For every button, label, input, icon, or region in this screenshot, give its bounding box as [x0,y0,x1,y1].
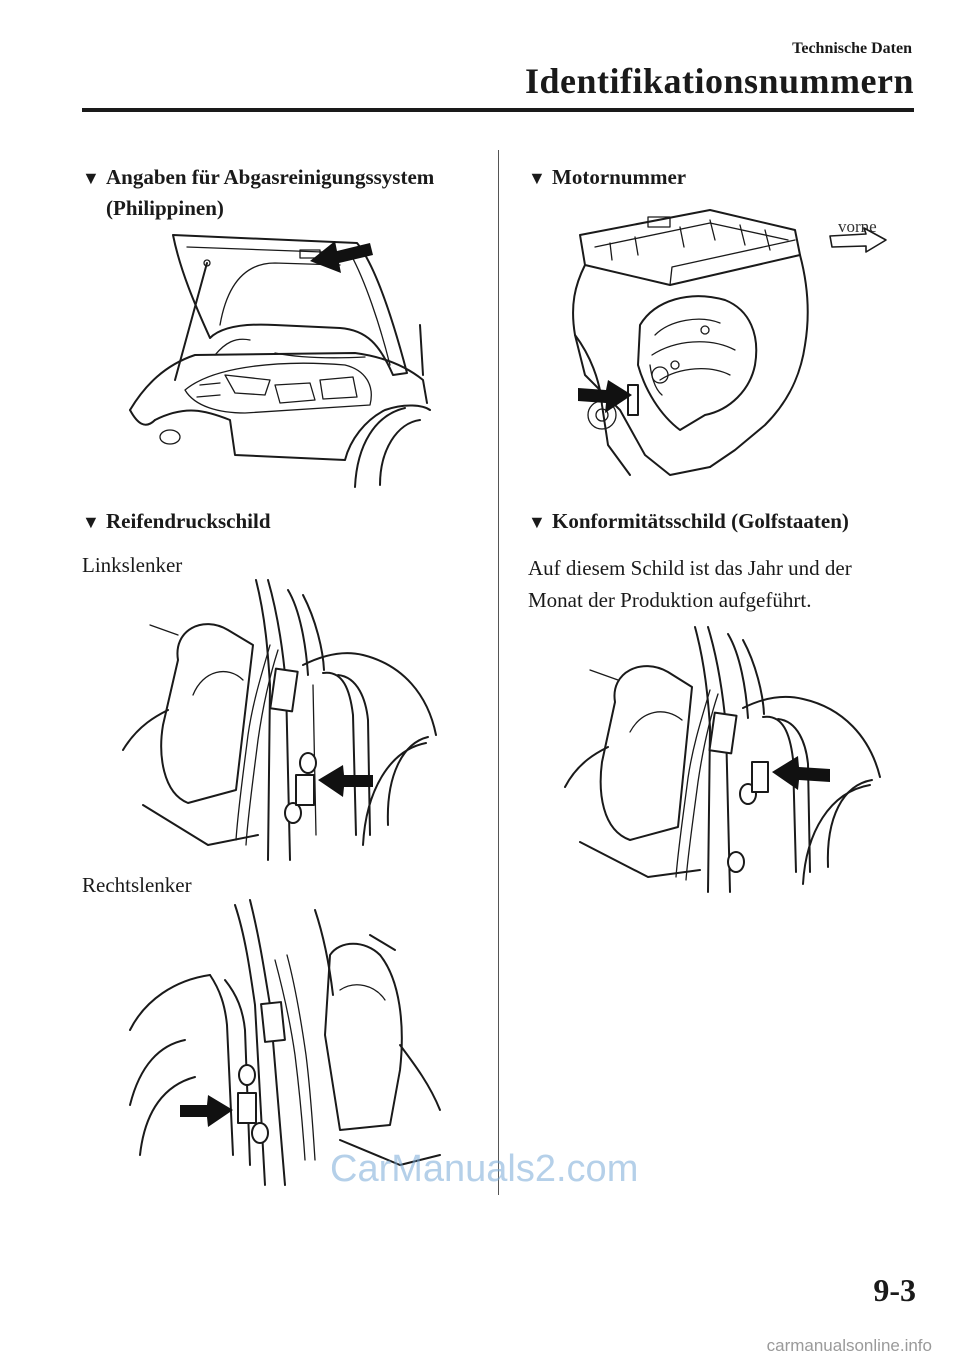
watermark: CarManuals2.com [330,1148,639,1190]
rhd-door-pillar-illustration [125,895,450,1185]
conformity-title: Konformitätsschild (Golfstaaten) [552,509,849,533]
engine-title: Motornummer [552,165,687,189]
section-marker-icon: ▼ [82,512,100,532]
emission-title-line1: Angaben für Abgasreinigungssystem [106,165,435,189]
footer-site-link[interactable]: carmanualsonline.info [766,1336,932,1355]
conformity-text-line1: Auf diesem Schild ist das Jahr und der [528,556,852,580]
section-marker-icon: ▼ [528,512,546,532]
engine-heading: ▼ Motornummer [528,162,686,193]
conformity-door-pillar-illustration [560,622,890,892]
rhd-label: Rechtslenker [82,873,192,897]
lhd-label: Linkslenker [82,553,183,577]
section-marker-icon: ▼ [82,168,100,188]
lhd-door-pillar-illustration [118,575,443,860]
engine-illustration [560,205,825,483]
page-number: 9-3 [873,1272,916,1308]
header-rule [82,108,914,112]
chapter-label: Technische Daten [792,40,912,57]
emission-heading: ▼ Angaben für Abgasreinigungssystem (Phil… [82,162,434,223]
section-marker-icon: ▼ [528,168,546,188]
tire-title: Reifendruckschild [106,509,271,533]
emission-title-line2: (Philippinen) [106,196,224,220]
front-direction-arrow-icon [828,228,888,254]
page-title: Identifikationsnummern [524,61,914,101]
conformity-text-line2: Monat der Produktion aufgeführt. [528,588,812,612]
open-hood-illustration [125,225,435,490]
conformity-text: Auf diesem Schild ist das Jahr und der M… [528,552,852,616]
conformity-heading: ▼ Konformitätsschild (Golfstaaten) [528,506,849,537]
tire-heading: ▼ Reifendruckschild [82,506,271,537]
column-divider [498,150,499,1195]
